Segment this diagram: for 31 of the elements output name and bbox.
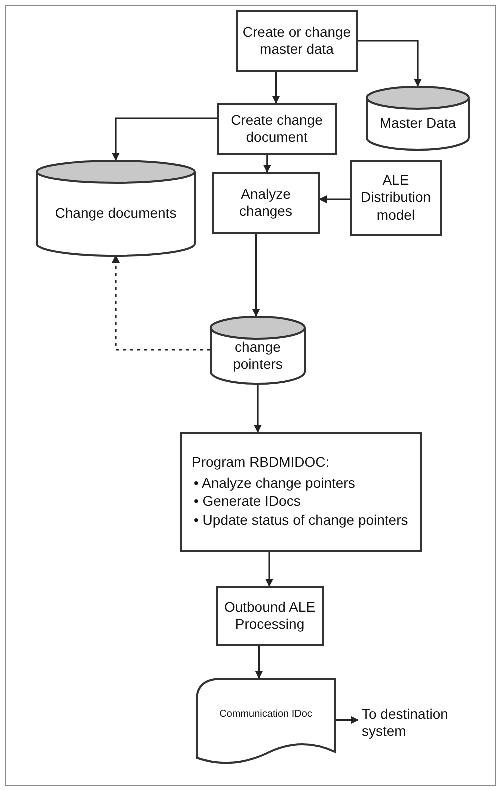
arrow <box>254 384 262 433</box>
process-box <box>217 103 337 155</box>
process-box <box>236 10 358 72</box>
process-box <box>180 432 422 552</box>
arrow <box>358 40 422 87</box>
node-label: Master Data <box>380 115 456 133</box>
node-label: Create change document <box>230 112 324 146</box>
node-label: To destination system <box>362 706 450 740</box>
arrow <box>266 552 274 587</box>
node-label: Communication IDoc <box>220 708 312 722</box>
program-heading: Program RBDMIDOC: <box>192 454 330 472</box>
arrow <box>336 716 359 724</box>
process-box <box>350 160 442 236</box>
bullet-item: • Update status of change pointers <box>194 512 408 529</box>
arrow <box>255 646 264 679</box>
arrow <box>319 196 350 204</box>
node-label: Analyze changes <box>238 186 294 220</box>
arrow <box>272 72 280 104</box>
arrow <box>263 155 272 173</box>
arrow <box>252 234 260 317</box>
process-box <box>216 586 324 646</box>
node-label: Create or change master data <box>242 24 352 58</box>
process-box <box>212 172 320 234</box>
node-label: change pointers <box>232 338 284 374</box>
node-label: Change documents <box>55 205 177 223</box>
bullet-item: • Analyze change pointers <box>194 474 356 492</box>
arrow <box>112 255 210 351</box>
node-label: Outbound ALE Processing <box>223 598 317 634</box>
bullet-item: • Generate IDocs <box>194 493 302 510</box>
arrow <box>112 118 217 161</box>
node-label: ALE Distribution model <box>360 172 432 224</box>
